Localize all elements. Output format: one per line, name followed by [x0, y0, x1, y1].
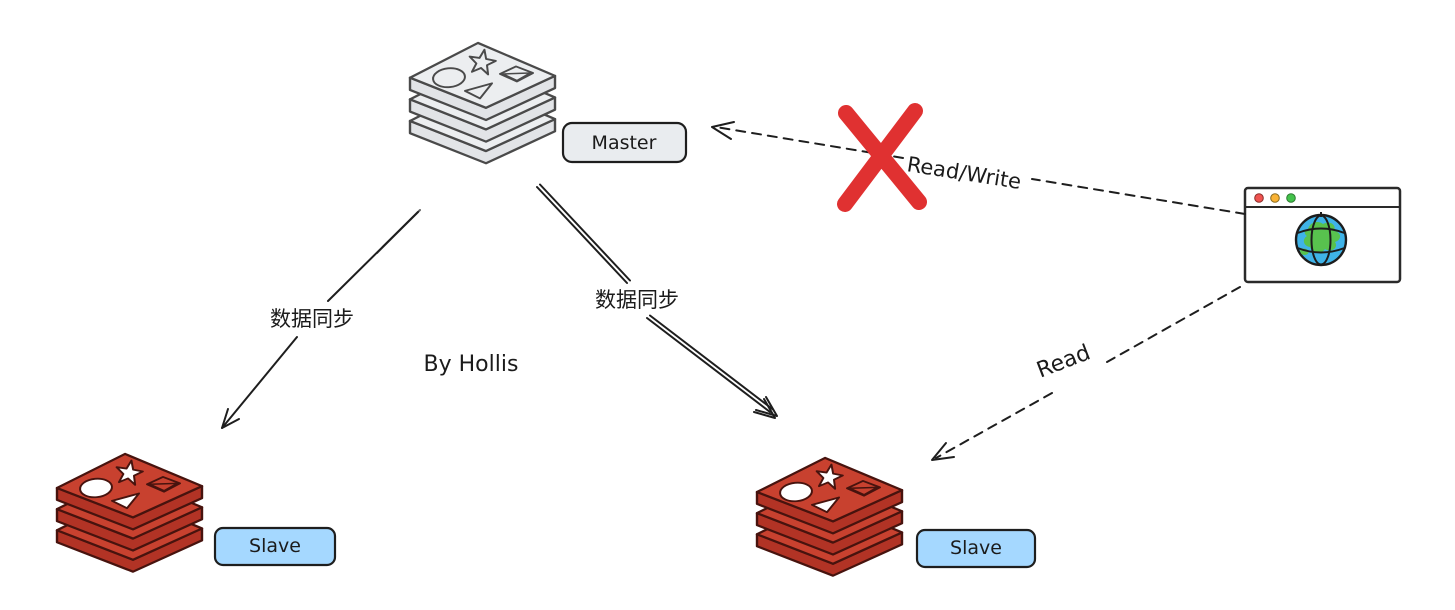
slave-left-label[interactable]: Slave — [213, 526, 337, 567]
slave-right-label-text: Slave — [950, 537, 1002, 559]
redis-master-icon — [410, 42, 555, 164]
slave-left-node[interactable]: Slave — [57, 453, 337, 572]
edge-sync-left: 数据同步 — [221, 209, 421, 429]
edge-sync-left-label: 数据同步 — [270, 308, 354, 331]
edge-read-label: Read — [1033, 340, 1094, 383]
slave-right-label[interactable]: Slave — [915, 528, 1037, 569]
edge-read-write-label: Read/Write — [905, 152, 1023, 194]
master-label[interactable]: Master — [561, 121, 688, 164]
edge-read: Read — [931, 286, 1241, 461]
browser-dot-yellow — [1270, 193, 1280, 203]
redis-slave-left-icon — [57, 453, 202, 572]
master-node[interactable]: Master — [410, 42, 688, 164]
slave-right-node[interactable]: Slave — [757, 457, 1037, 576]
edge-sync-right: 数据同步 — [536, 183, 778, 419]
watermark-text: By Hollis — [424, 352, 519, 377]
browser-dot-green — [1286, 193, 1296, 203]
slave-left-label-text: Slave — [249, 535, 301, 557]
red-cross-icon — [837, 103, 927, 212]
master-label-text: Master — [592, 132, 657, 154]
edge-sync-right-label: 数据同步 — [595, 289, 679, 312]
browser-client-icon[interactable] — [1243, 186, 1402, 284]
redis-slave-right-icon — [757, 457, 902, 576]
edge-read-write: Read/Write — [711, 103, 1246, 215]
browser-dot-red — [1254, 193, 1264, 203]
globe-icon — [1294, 212, 1348, 267]
